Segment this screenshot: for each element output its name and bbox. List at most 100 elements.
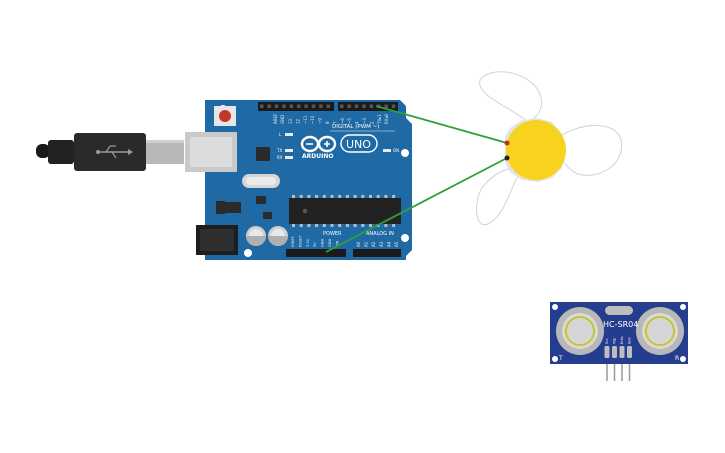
ic-pin [353, 224, 357, 227]
ic-pin [369, 224, 372, 227]
wire-pin2-to-motor[interactable] [375, 105, 508, 144]
ic-pin [392, 195, 396, 198]
ic-pin [292, 195, 295, 198]
header-pin[interactable] [326, 104, 331, 109]
digital-pin-label: 8 [325, 121, 330, 124]
power-pin-label: IOREF [291, 236, 295, 247]
header-top-left [258, 102, 334, 111]
transducer-left [556, 307, 604, 355]
header-pin[interactable] [347, 104, 351, 109]
ic-pin [376, 195, 380, 198]
propeller-blade [557, 125, 622, 176]
power-pin-label: VIN [335, 240, 339, 247]
sensor-r-label: R [675, 355, 679, 362]
sensor-pin-pad [604, 346, 610, 358]
crystal [605, 306, 633, 315]
analog-pin-label: A2 [371, 241, 376, 247]
brand-label: ARDUINO [302, 153, 333, 160]
sensor-pin-label: Echo [620, 336, 624, 344]
analog-header-label: ANALOG IN [366, 231, 394, 237]
header-pin[interactable] [289, 104, 294, 109]
ic-pin [345, 224, 349, 227]
component [256, 196, 266, 204]
reset-button[interactable] [214, 106, 236, 126]
digital-pin-label: ~9 [318, 118, 323, 124]
header-pin[interactable] [267, 104, 271, 109]
sensor-pin-label: Vcc [605, 338, 609, 344]
ic-pin [392, 224, 396, 227]
ic-pin [307, 224, 311, 227]
ic-pin [307, 195, 311, 198]
ic-pin [299, 195, 303, 198]
ic-pin [322, 224, 326, 227]
power-pin-label: GND [328, 239, 332, 247]
motor-terminal [504, 155, 510, 161]
analog-pin-label: A0 [356, 241, 361, 247]
usb-icon [96, 145, 133, 159]
transducer-right [636, 307, 684, 355]
digital-pin-label: 7 [332, 121, 337, 124]
sensor-pin-label: Trig [613, 338, 617, 345]
digital-header-label: DIGITAL (PWM ~) [332, 124, 379, 130]
ic-pin [345, 195, 349, 198]
digital-pin-label: 2 [369, 121, 374, 124]
ic-pin [384, 224, 388, 227]
header-pin[interactable] [311, 104, 316, 109]
digital-pin-label: RX◂0 [384, 113, 389, 124]
digital-pin-label: ~5 [347, 118, 352, 124]
header-top-right [338, 102, 398, 111]
capacitor [268, 226, 288, 246]
propeller-blade [476, 167, 523, 226]
ic-pin [299, 224, 303, 227]
ic-pin [315, 195, 319, 198]
model-label: UNO [346, 138, 371, 151]
header-pin[interactable] [340, 104, 344, 109]
header-pin[interactable] [319, 104, 323, 109]
usb-chip [256, 147, 270, 161]
power-pin-label: 3.3V [306, 238, 310, 247]
ic-pin [338, 224, 342, 227]
ic-pin [361, 224, 365, 227]
ic-pin [330, 195, 334, 198]
aref-label: AREF [273, 113, 278, 124]
analog-pin-label: A3 [379, 241, 384, 247]
mounting-hole [401, 234, 409, 242]
header-power [286, 249, 346, 257]
digital-pin-label: 13 [288, 118, 293, 124]
digital-pin-label: ~11 [303, 115, 308, 124]
header-analog [353, 249, 401, 257]
motor-hub [506, 120, 566, 180]
infinity-logo-icon [300, 135, 337, 153]
led-l-label: L [279, 132, 282, 137]
sensor-pin-pad [627, 346, 632, 358]
gnd-label: GND [280, 115, 285, 124]
power-pin-label: RESET [298, 235, 302, 247]
digital-pin-label: ~10 [310, 115, 315, 124]
ic-pin [330, 224, 334, 227]
sensor-model-label: HC-SR04 [603, 320, 638, 329]
wire-gnd-to-motor[interactable] [325, 157, 508, 253]
dc-motor[interactable] [476, 71, 622, 226]
usb-cable[interactable] [36, 133, 184, 171]
header-pin[interactable] [297, 104, 301, 109]
header-pin[interactable] [369, 104, 374, 109]
ic-pin [315, 224, 319, 227]
header-pin[interactable] [274, 104, 279, 109]
header-pin[interactable] [391, 104, 396, 109]
header-pin[interactable] [282, 104, 286, 109]
power-pin-label: GND [321, 239, 325, 247]
header-pin[interactable] [362, 104, 366, 109]
header-pin[interactable] [354, 104, 359, 109]
sensor-pin-pad [612, 346, 617, 358]
capacitor [246, 226, 266, 246]
header-pin[interactable] [260, 104, 264, 109]
digital-pin-label: 4 [355, 121, 360, 124]
led-indicators: L TX RX ON [276, 132, 399, 160]
header-pin[interactable] [384, 104, 388, 109]
led-rx-label: RX [277, 155, 283, 160]
header-pin[interactable] [304, 104, 308, 109]
digital-pin-label: TX▸1 [377, 114, 382, 125]
